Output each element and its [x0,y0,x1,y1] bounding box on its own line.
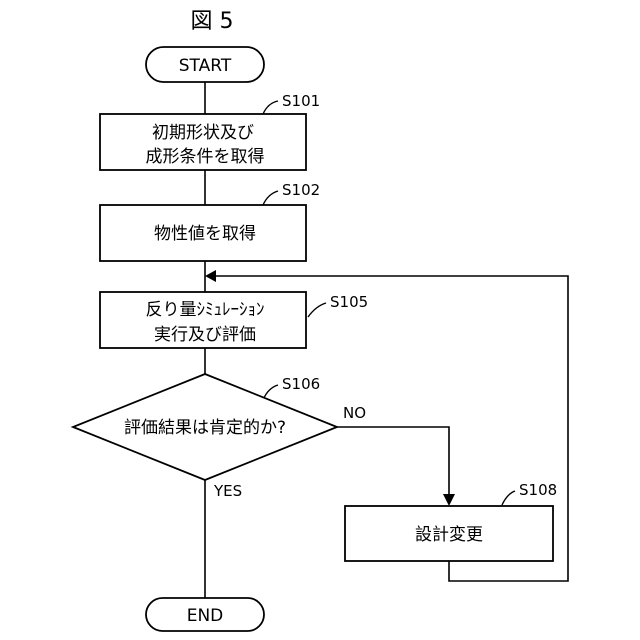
arrowhead-no-s108 [443,494,455,506]
step-s106: S106 評価結果は肯定的か? [73,374,337,480]
step-s101: S101 初期形状及び 成形条件を取得 [100,92,320,170]
leader-s108 [502,491,515,505]
step-s108: S108 設計変更 [345,481,557,561]
branch-label-yes: YES [213,482,242,500]
s105-line-2: 実行及び評価 [154,325,256,345]
arrowhead-loop-back [205,270,216,282]
end-terminal: END [146,598,264,631]
leader-s105 [308,303,326,317]
step-label-s108: S108 [519,481,557,499]
s101-line-2: 成形条件を取得 [146,147,265,167]
start-terminal: START [146,47,264,82]
s102-line-1: 物性値を取得 [154,224,256,244]
s101-line-1: 初期形状及び [152,123,254,143]
step-s102: S102 物性値を取得 [100,181,320,261]
connector-no-s108 [337,427,449,494]
s106-question: 評価結果は肯定的か? [124,418,286,438]
s108-line-1: 設計変更 [415,525,483,545]
leader-s102 [263,191,278,205]
step-s105: S105 反り量ｼﾐｭﾚｰｼｮﾝ 実行及び評価 [100,292,368,348]
figure-title: 図 5 [191,9,234,34]
step-label-s101: S101 [282,92,320,110]
end-label: END [187,606,224,626]
s105-line-1: 反り量ｼﾐｭﾚｰｼｮﾝ [146,300,265,320]
step-label-s105: S105 [330,293,368,311]
start-label: START [179,56,232,76]
step-label-s102: S102 [282,181,320,199]
step-label-s106: S106 [282,375,320,393]
branch-label-no: NO [343,404,366,422]
leader-s101 [263,101,278,114]
